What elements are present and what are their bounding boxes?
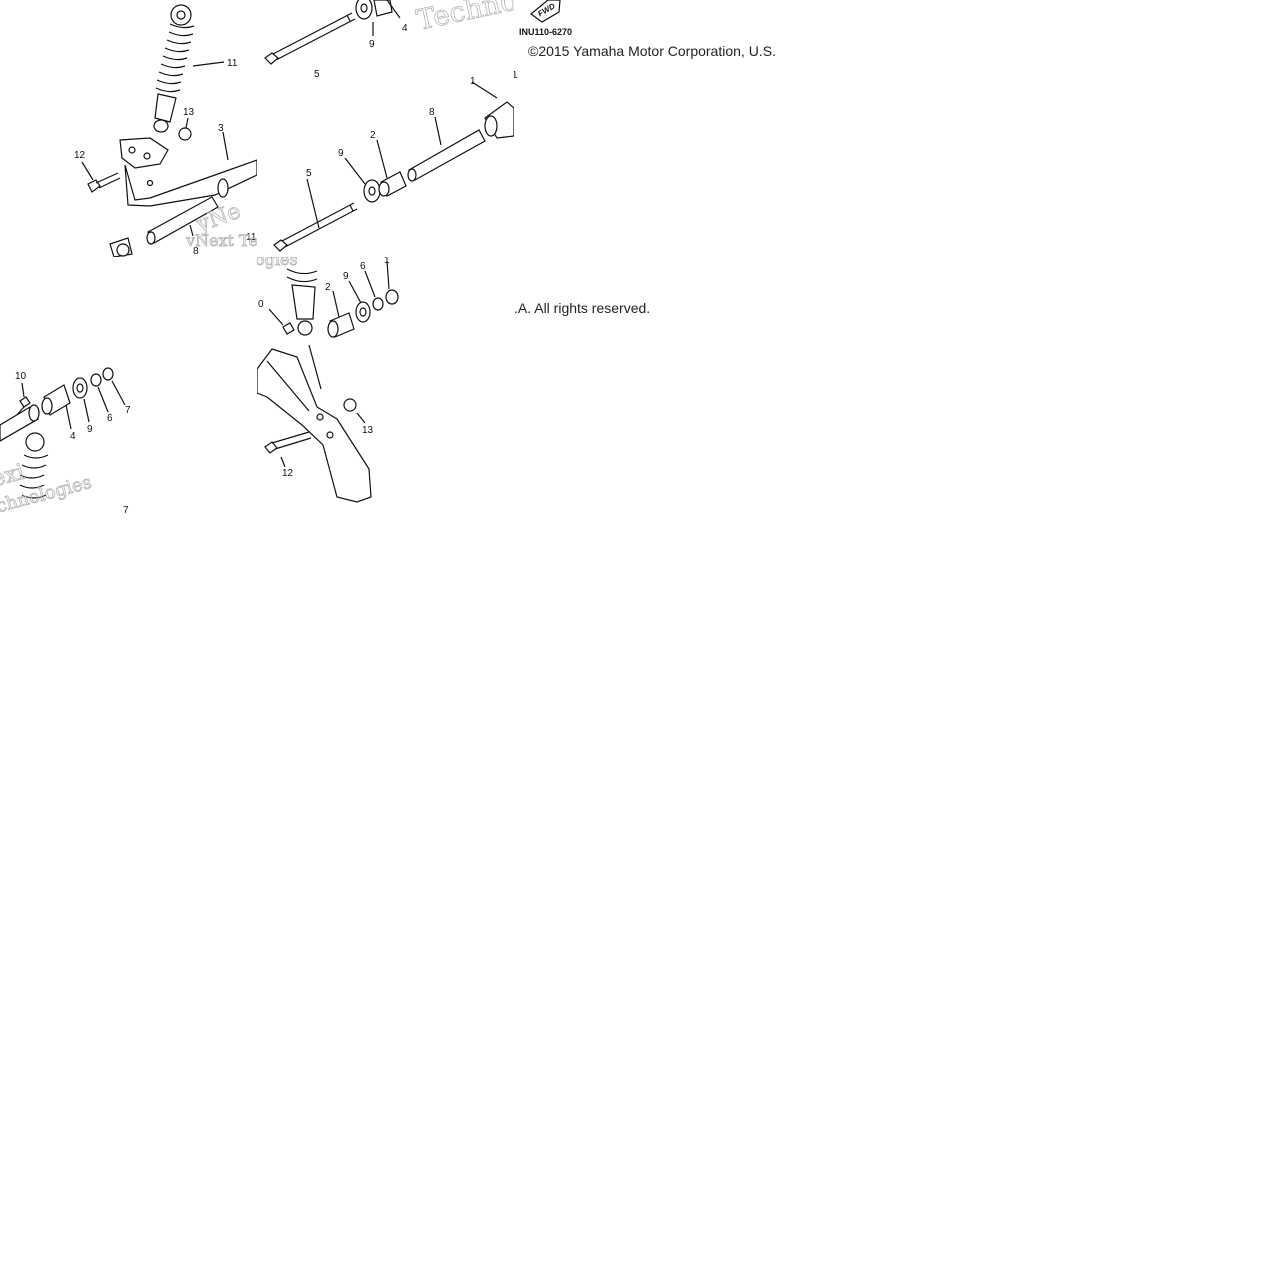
nut — [385, 289, 399, 305]
callout-10: 10 — [15, 371, 27, 382]
arm-body — [124, 159, 257, 207]
shock-arm-drawing: 11 13 3 12 8 11 vNext Te yNe — [74, 4, 257, 257]
callout-13: 13 — [362, 425, 374, 436]
callout-6: 6 — [360, 261, 366, 272]
shock-top-eye — [170, 4, 192, 26]
bolt-12 — [264, 431, 312, 454]
shock-lower-eye — [153, 119, 169, 133]
bolt-collar-drawing: 9 4 5 1 8 2 9 5 Techno — [264, 0, 514, 252]
washer-9 — [355, 301, 371, 323]
callout-9: 9 — [369, 39, 375, 50]
callout-1: 1 — [470, 76, 476, 87]
shock-lower-eye — [297, 320, 313, 336]
callout-5: 5 — [314, 69, 320, 80]
copyright-line-1: ©2015 Yamaha Motor Corporation, U.S. — [528, 43, 776, 59]
diagram-tile-header: FWD INU110-6270 11 — [514, 0, 771, 257]
nut-13 — [343, 398, 357, 412]
callout-5b: 5 — [306, 168, 312, 179]
diagram-tile-bolts: 9 4 5 1 8 2 9 5 Techno — [257, 0, 514, 257]
callout-7b: 7 — [123, 505, 129, 514]
washer-6 — [90, 373, 102, 387]
shock-spring — [19, 454, 49, 499]
shock-body — [154, 93, 177, 123]
fwd-arrow-icon: FWD — [530, 0, 561, 23]
shock-lower-drawing: 10 4 9 6 7 7 exi chnologies — [0, 367, 131, 514]
lower-arm — [257, 348, 372, 503]
diagram-tile-shock-lower: 10 4 9 6 7 7 exi chnologies — [0, 257, 257, 514]
fwd-drawing: FWD INU110-6270 11 — [514, 0, 572, 81]
callout-12: 12 — [74, 150, 86, 161]
washer-9 — [72, 377, 88, 399]
copyright-line-2: .A. All rights reserved. — [514, 300, 651, 316]
nut-7 — [102, 367, 114, 381]
watermark-text: Techno — [414, 0, 514, 37]
collar-8 — [408, 129, 486, 181]
callout-4: 4 — [70, 431, 76, 442]
arm-bracket — [119, 137, 169, 169]
callout-2: 2 — [370, 130, 376, 141]
bolt-10 — [282, 322, 295, 335]
washer-6 — [372, 297, 384, 311]
watermark-text: vNext Te — [185, 231, 257, 250]
callout-9: 9 — [87, 424, 93, 435]
shock-eye — [25, 432, 45, 452]
callout-10: 0 — [258, 299, 264, 310]
washer-9-lower — [363, 179, 381, 203]
shock-spring — [155, 23, 195, 93]
callout-9: 9 — [343, 271, 349, 282]
callout-9b: 9 — [338, 148, 344, 159]
callout-8: 8 — [193, 246, 199, 257]
pivot-tube-end — [217, 178, 229, 198]
shock-body — [291, 284, 316, 320]
arm-lower-drawing: 0 2 9 6 1 13 12 ogies — [257, 257, 399, 503]
diagram-tile-arm-lower: 0 2 9 6 1 13 12 ogies — [257, 257, 514, 514]
watermark-text: ogies — [257, 257, 298, 269]
bushing-4-top — [373, 0, 393, 17]
callout-12: 12 — [282, 468, 294, 479]
nut-13 — [178, 127, 192, 141]
callout-1: 1 — [384, 257, 390, 266]
callout-6: 6 — [107, 413, 113, 424]
diagram-tile-shock-upper: 11 13 3 12 8 11 vNext Te yNe — [0, 0, 257, 257]
callout-11: 11 — [227, 58, 238, 69]
shock-spring — [286, 268, 318, 283]
bolt-12 — [87, 172, 121, 193]
callout-7: 7 — [125, 405, 131, 416]
watermark-text: exi — [0, 460, 27, 493]
bolt-5-top — [264, 12, 356, 65]
callout-11b: 11 — [246, 232, 257, 243]
diagram-code: INU110-6270 — [519, 27, 572, 37]
callout-8: 8 — [429, 107, 435, 118]
washer-9-top — [355, 0, 373, 20]
callout-13: 13 — [183, 107, 195, 118]
callout-4: 4 — [402, 23, 408, 34]
callout-3: 3 — [218, 123, 224, 134]
callout-2: 2 — [325, 282, 331, 293]
bolt-5-lower — [273, 202, 358, 252]
callout-11: 11 — [514, 70, 518, 81]
